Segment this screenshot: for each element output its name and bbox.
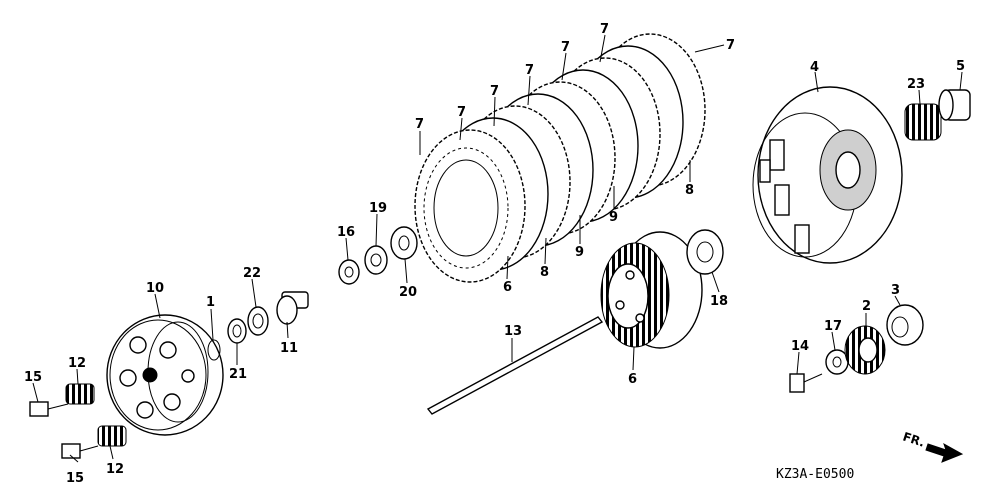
callout-17: 17 [824,319,842,334]
bearing-3 [886,304,924,346]
callout-6-center: 6 [628,372,637,387]
callout-11: 11 [280,341,298,356]
callout-6-disc: 6 [503,280,512,295]
callout-2: 2 [862,299,871,314]
callout-15-upper: 15 [24,370,42,385]
clutch-center [600,231,703,349]
callout-5: 5 [956,59,965,74]
callout-3: 3 [891,283,900,298]
callout-14: 14 [791,339,809,354]
clutch-outer [752,86,903,264]
thrust-washer-18 [686,229,724,275]
bolt-upper [29,401,69,417]
front-label: FR. [901,430,926,450]
circlip-1 [207,339,221,361]
callout-10: 10 [146,281,164,296]
callout-12-upper: 12 [68,356,86,371]
callout-18: 18 [710,294,728,309]
callout-1: 1 [206,295,215,310]
callout-21: 21 [229,367,247,382]
callout-13: 13 [504,324,522,339]
drawing-code: KZ3A-E0500 [776,467,854,482]
pressure-plate [106,314,224,436]
callout-7d: 7 [525,63,534,78]
lifter-rod [426,316,604,415]
drive-gear-2 [844,325,886,375]
clutch-spring-upper [65,383,95,405]
callout-7a: 7 [415,117,424,132]
callout-7b: 7 [457,105,466,120]
callout-20: 20 [399,285,417,300]
callout-22: 22 [243,266,261,281]
callout-7g: 7 [726,38,735,53]
lifter-piece-11 [276,291,309,325]
lock-nut-16 [338,259,360,285]
clutch-disc-stack [414,33,706,283]
callout-8b: 8 [685,183,694,198]
thrust-washer-20 [390,226,418,260]
callout-7e: 7 [561,40,570,55]
callout-16: 16 [337,225,355,240]
lock-washer-19 [364,245,388,275]
washer-21 [227,318,247,344]
callout-15-lower: 15 [66,471,84,486]
callout-9a: 9 [575,245,584,260]
callout-7c: 7 [490,84,499,99]
collar-5 [938,89,971,121]
front-direction-arrow: FR. [901,430,964,463]
callout-labels: 1 2 3 4 5 6 6 7 7 7 7 7 7 7 8 8 9 9 10 1… [24,22,965,486]
leader-lines [32,34,963,463]
bearing-22 [247,306,269,336]
needle-bearing-23 [904,103,942,141]
callout-4: 4 [810,60,819,75]
callout-12-lower: 12 [106,462,124,477]
clutch-spring-lower [97,425,127,447]
callout-23: 23 [907,77,925,92]
callout-19: 19 [369,201,387,216]
callout-9b: 9 [609,210,618,225]
bolt-lower [61,443,99,459]
bolt-14 [789,373,823,393]
callout-8a: 8 [540,265,549,280]
callout-7f: 7 [600,22,609,37]
